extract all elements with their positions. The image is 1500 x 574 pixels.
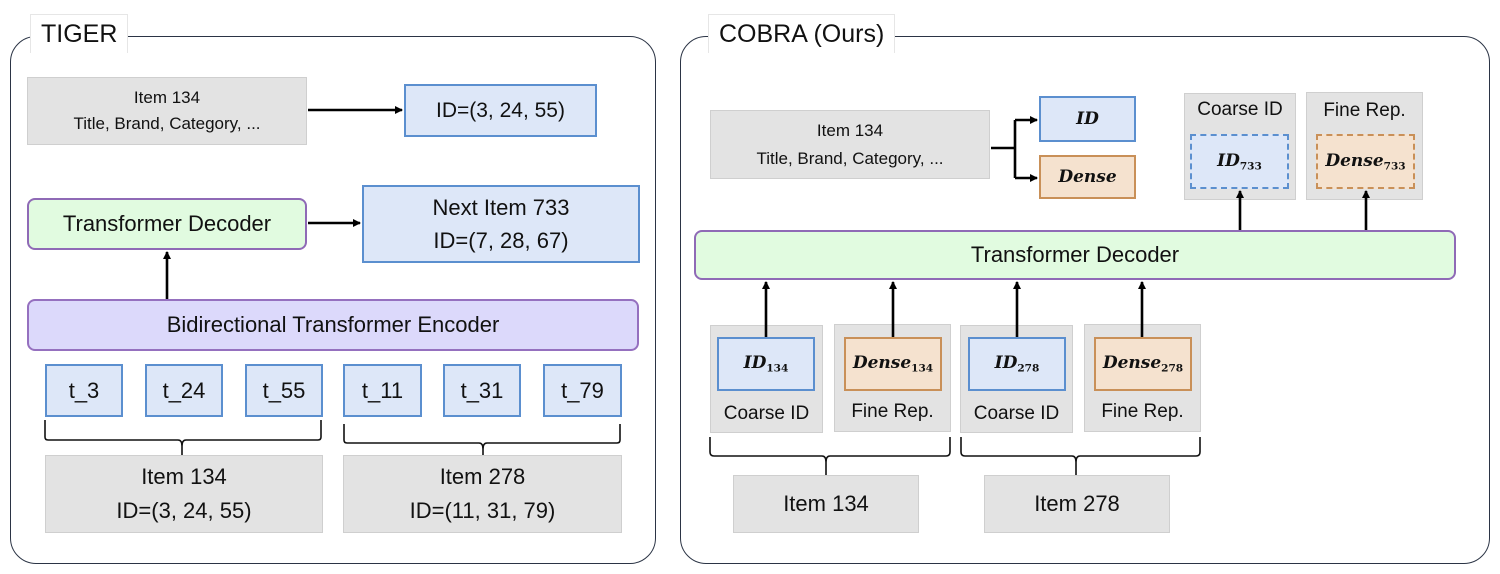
cobra-history-item-label: Item 134 — [783, 491, 869, 516]
cobra-input-symbol: Dense134 — [852, 353, 934, 375]
tiger-token-label: t_24 — [162, 377, 206, 403]
cobra-dense-output-label: Dense — [1058, 167, 1117, 187]
cobra-history-item-label: Item 278 — [1034, 491, 1120, 516]
tiger-next-item-title: Next Item 733 — [432, 195, 570, 220]
cobra-title: COBRA (Ours) — [708, 14, 896, 53]
tiger-token-box: t_55 — [245, 364, 323, 417]
cobra-item-info-attrs: Title, Brand, Category, ... — [756, 148, 944, 168]
tiger-token-box: t_31 — [443, 364, 521, 417]
tiger-encoder-label: Bidirectional Transformer Encoder — [166, 312, 500, 337]
tiger-history-item-box: Item 278 ID=(11, 31, 79) — [343, 455, 622, 533]
cobra-history-item-box: Item 134 — [733, 475, 919, 533]
cobra-coarse-id-out-symbol: ID733 — [1217, 150, 1262, 173]
cobra-input-symbol: ID278 — [994, 353, 1040, 375]
cobra-item-info-box: Item 134 Title, Brand, Category, ... — [710, 110, 990, 179]
cobra-id-output-box: ID — [1039, 96, 1136, 142]
tiger-history-item-title: Item 134 — [141, 464, 227, 489]
tiger-token-label: t_55 — [262, 377, 306, 403]
tiger-decoder-box: Transformer Decoder — [27, 198, 307, 250]
tiger-token-label: t_3 — [68, 377, 100, 403]
tiger-token-label: t_31 — [460, 377, 504, 403]
cobra-fine-rep-out-symbol: Dense733 — [1325, 150, 1406, 173]
tiger-history-item-id: ID=(3, 24, 55) — [116, 498, 252, 523]
cobra-input-symbol: Dense278 — [1102, 353, 1184, 375]
tiger-encoder-box: Bidirectional Transformer Encoder — [27, 299, 639, 351]
tiger-item-info-title: Item 134 — [133, 88, 201, 107]
tiger-item-id-text: ID=(3, 24, 55) — [436, 98, 565, 122]
tiger-token-box: t_11 — [343, 364, 422, 417]
cobra-coarse-id-out-label: Coarse ID — [1197, 99, 1283, 120]
tiger-item-info-box: Item 134 Title, Brand, Category, ... — [27, 77, 307, 145]
tiger-token-box: t_24 — [145, 364, 223, 417]
cobra-input-id-box: ID278 — [968, 337, 1066, 391]
tiger-decoder-label: Transformer Decoder — [62, 211, 272, 236]
cobra-input-label: Fine Rep. — [851, 401, 934, 422]
cobra-input-label: Fine Rep. — [1101, 401, 1184, 422]
cobra-input-label: Coarse ID — [723, 403, 810, 424]
tiger-panel — [10, 36, 656, 564]
tiger-token-box: t_79 — [543, 364, 622, 417]
tiger-history-item-id: ID=(11, 31, 79) — [409, 498, 556, 523]
tiger-item-info-attrs: Title, Brand, Category, ... — [73, 114, 261, 133]
tiger-next-item-id: ID=(7, 28, 67) — [433, 228, 569, 253]
cobra-panel — [680, 36, 1490, 564]
cobra-fine-rep-out-box: Dense733 — [1316, 134, 1415, 189]
cobra-coarse-id-out-box: ID733 — [1190, 134, 1289, 189]
tiger-title: TIGER — [30, 14, 129, 53]
cobra-fine-rep-out-label: Fine Rep. — [1323, 100, 1406, 121]
tiger-history-item-box: Item 134 ID=(3, 24, 55) — [45, 455, 323, 533]
tiger-token-label: t_11 — [361, 377, 404, 403]
cobra-dense-output-box: Dense — [1039, 155, 1136, 199]
cobra-item-info-title: Item 134 — [816, 120, 884, 140]
cobra-decoder-label: Transformer Decoder — [970, 242, 1180, 267]
cobra-input-dense-box: Dense134 — [844, 337, 942, 391]
tiger-history-item-title: Item 278 — [439, 464, 526, 489]
tiger-token-label: t_79 — [561, 377, 604, 403]
tiger-next-item-box: Next Item 733 ID=(7, 28, 67) — [362, 185, 640, 263]
tiger-item-id-box: ID=(3, 24, 55) — [404, 84, 597, 137]
cobra-input-symbol: ID134 — [743, 353, 789, 375]
cobra-history-item-box: Item 278 — [984, 475, 1170, 533]
cobra-input-label: Coarse ID — [973, 403, 1060, 424]
cobra-id-output-label: ID — [1076, 109, 1099, 129]
cobra-input-id-box: ID134 — [717, 337, 815, 391]
tiger-token-box: t_3 — [45, 364, 123, 417]
cobra-input-dense-box: Dense278 — [1094, 337, 1192, 391]
cobra-decoder-box: Transformer Decoder — [694, 230, 1456, 280]
